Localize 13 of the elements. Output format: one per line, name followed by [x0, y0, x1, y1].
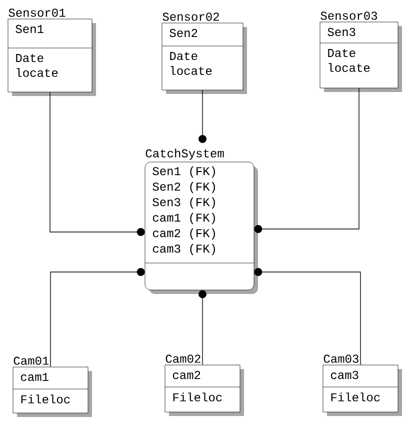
relationship-line — [50, 92, 145, 236]
entity-name: Cam01 — [14, 356, 49, 365]
entity-name: Sensor01 — [8, 8, 66, 17]
entity-name: Sensor03 — [320, 12, 378, 20]
entity-name: Sensor02 — [162, 12, 219, 21]
relationship-line — [198, 90, 206, 143]
entity-name: Cam02 — [166, 354, 200, 363]
entity-name: CatchSystem — [146, 148, 224, 160]
entity-name: Cam03 — [324, 354, 358, 363]
relationship-line — [198, 290, 206, 366]
relationship-line — [254, 268, 361, 366]
relationship-line — [254, 88, 360, 233]
relationship-line — [50, 268, 145, 368]
